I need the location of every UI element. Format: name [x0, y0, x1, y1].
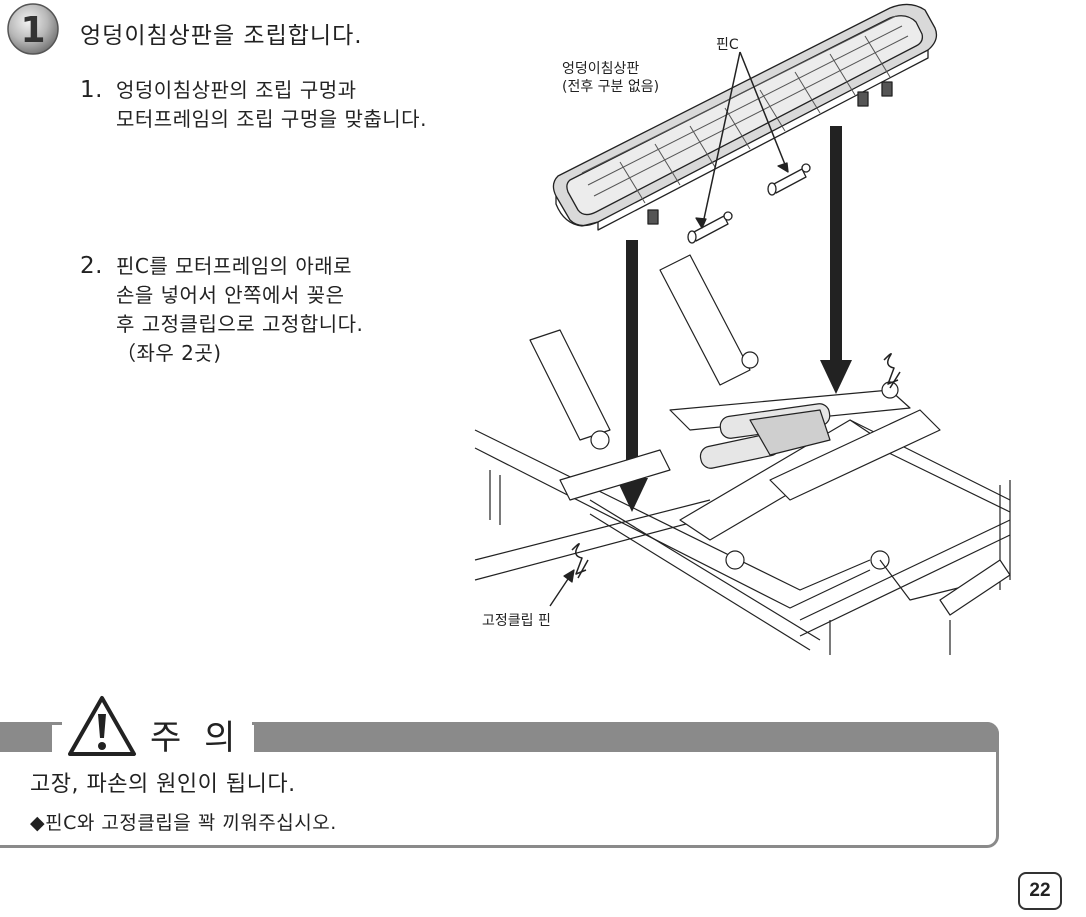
clip-pin-right	[883, 353, 901, 389]
clip-pin-left	[571, 543, 589, 579]
instruction-2-line-1: 핀C를 모터프레임의 아래로	[116, 254, 353, 278]
seat-board	[552, 3, 938, 231]
instruction-2: 2. 핀C를 모터프레임의 아래로 손을 넣어서 안쪽에서 꽂은 후 고정클립으로…	[80, 252, 363, 368]
caution-bar-right	[254, 722, 999, 752]
pin-c-label: 핀C	[716, 37, 739, 53]
step-number-badge: 1	[7, 3, 59, 55]
caution-text-main: 고장, 파손의 원인이 됩니다.	[30, 772, 296, 797]
instruction-1-line-2: 모터프레임의 조립 구멍을 맞춥니다.	[116, 107, 427, 131]
caution-title: 주 의	[150, 718, 242, 758]
instruction-2-number: 2.	[80, 253, 103, 279]
page-number: 22	[1018, 872, 1062, 910]
assembly-figure: 엉덩이침상판 (전후 구분 없음) 핀C 고정클립 핀	[470, 0, 1040, 660]
seat-board-label-line-1: 엉덩이침상판	[562, 61, 640, 77]
step-number: 1	[20, 10, 45, 51]
seat-board-label: 엉덩이침상판 (전후 구분 없음)	[562, 60, 659, 96]
motor-frame	[474, 254, 1011, 655]
instruction-2-line-2: 손을 넣어서 안쪽에서 꽂은	[116, 283, 345, 307]
step-title: 엉덩이침상판을 조립합니다.	[80, 23, 363, 49]
instruction-1-number: 1.	[80, 77, 103, 103]
instruction-1: 1. 엉덩이침상판의 조립 구멍과 모터프레임의 조립 구멍을 맞춥니다.	[80, 76, 427, 134]
caution-bar-left	[0, 722, 52, 752]
down-arrow-right	[820, 126, 852, 394]
down-arrow-left	[616, 240, 648, 512]
pin-c-left	[687, 211, 733, 244]
warning-triangle-icon	[68, 696, 136, 756]
instruction-2-line-4: （좌우 2곳)	[116, 341, 222, 365]
pin-c-right	[767, 163, 811, 196]
clip-pin-label: 고정클립 핀	[482, 613, 551, 629]
instruction-1-line-1: 엉덩이침상판의 조립 구멍과	[116, 78, 357, 102]
caution-text-detail: ◆핀C와 고정클립을 꽉 끼워주십시오.	[30, 812, 337, 834]
instruction-2-line-3: 후 고정클립으로 고정합니다.	[116, 312, 364, 336]
seat-board-label-line-2: (전후 구분 없음)	[562, 79, 660, 95]
assembly-illustration	[474, 3, 1011, 655]
